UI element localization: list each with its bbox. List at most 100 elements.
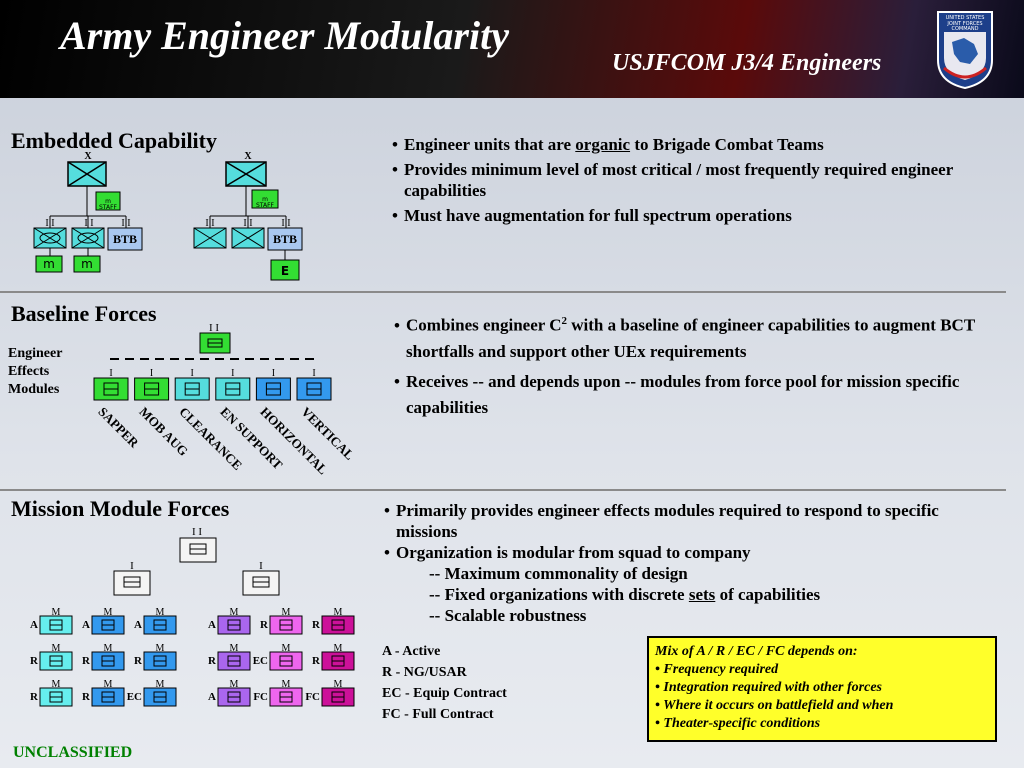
svg-text:M: M	[52, 607, 61, 618]
mission-sub-bullet-2: -- Fixed organizations with discrete set…	[429, 585, 821, 604]
usjfcom-seal-icon: UNITED STATES JOINT FORCES COMMAND	[937, 11, 993, 90]
baseline-module-3: I	[174, 368, 210, 401]
right-module-1-2: MR	[312, 643, 355, 671]
svg-text:I I: I I	[84, 218, 93, 229]
svg-text:I: I	[259, 560, 263, 572]
mission-org-chart: I I I I MAMAMAMRMRMRMRMRMECMAMRMRMRMECMR…	[30, 526, 355, 707]
svg-text:R: R	[208, 655, 217, 667]
svg-text:JOINT FORCES: JOINT FORCES	[946, 21, 982, 27]
svg-text:M: M	[104, 643, 113, 654]
mission-bullet-2: •Organization is modular from squad to c…	[384, 543, 751, 562]
svg-text:I I: I I	[243, 218, 252, 229]
engineer-effects-modules-label: Engineer Effects Modules	[8, 346, 63, 397]
module-label-1: SAPPER	[95, 404, 142, 451]
brigade-1-echelon: X	[84, 151, 92, 162]
brigade-2-bn-1	[193, 227, 227, 249]
svg-text:COMMAND: COMMAND	[951, 26, 978, 32]
svg-text:I: I	[312, 368, 315, 379]
brigade-2-echelon: X	[244, 151, 252, 162]
svg-text:R: R	[312, 619, 321, 631]
baseline-forces-title: Baseline Forces	[11, 301, 157, 326]
svg-text:A: A	[30, 619, 38, 631]
svg-text:R: R	[82, 691, 91, 703]
svg-text:UNITED STATES: UNITED STATES	[946, 15, 985, 21]
legend-full-contract: FC - Full Contract	[382, 707, 494, 722]
svg-text:I: I	[130, 560, 134, 572]
note-heading: Mix of A / R / EC / FC depends on:	[655, 644, 858, 659]
baseline-module-6: I	[296, 368, 332, 401]
svg-text:FC: FC	[305, 691, 320, 703]
svg-text:M: M	[104, 679, 113, 690]
brigade-2-bn-2	[231, 227, 265, 249]
embedded-bullet-3: •Must have augmentation for full spectru…	[392, 206, 792, 225]
left-module-1-0: MR	[30, 643, 73, 671]
svg-text:M: M	[52, 643, 61, 654]
brigade-1-bn-1	[33, 227, 67, 249]
left-module-2-1: MR	[82, 679, 125, 707]
right-module-1-1: MEC	[253, 643, 303, 671]
mission-sub-bullet-1: -- Maximum commonality of design	[429, 564, 688, 583]
svg-text:I I: I I	[281, 218, 290, 229]
brigade-1-symbol	[67, 161, 107, 187]
baseline-bullet-1: •Combines engineer C2 with a baseline of…	[394, 315, 975, 361]
component-legend: A - Active R - NG/USAR EC - Equip Contra…	[382, 641, 507, 725]
slide-title: Army Engineer Modularity	[60, 13, 509, 58]
brigade-1-btb: BTB	[107, 227, 143, 251]
svg-text:M: M	[156, 607, 165, 618]
baseline-module-5: I	[255, 368, 291, 401]
svg-text:R: R	[30, 655, 39, 667]
right-module-1-0: MR	[208, 643, 251, 671]
svg-text:A: A	[208, 619, 216, 631]
baseline-module-2: I	[134, 368, 170, 401]
svg-text:A: A	[208, 691, 216, 703]
baseline-bullets: •Combines engineer C2 with a baseline of…	[394, 308, 999, 425]
svg-text:m: m	[262, 196, 268, 203]
mission-battalion-hq	[179, 537, 217, 563]
legend-active: A - Active	[382, 644, 441, 659]
legend-equip-contract: EC - Equip Contract	[382, 686, 507, 701]
svg-text:I I: I I	[205, 218, 214, 229]
svg-text:I: I	[272, 368, 275, 379]
embedded-bullet-1: •Engineer units that are organic to Brig…	[392, 135, 824, 154]
svg-text:M: M	[230, 679, 239, 690]
left-module-2-0: MR	[30, 679, 73, 707]
svg-text:M: M	[282, 679, 291, 690]
brigade-1-eng-co-2: m	[73, 255, 101, 273]
svg-text:m: m	[43, 257, 55, 271]
note-item-2: • Integration required with other forces	[655, 680, 882, 695]
brigade-1-staff: m STAFF	[95, 191, 121, 211]
baseline-module-4: I	[215, 368, 251, 401]
svg-text:R: R	[312, 655, 321, 667]
svg-text:R: R	[260, 619, 269, 631]
right-module-2-2: M FC	[305, 679, 355, 707]
mission-company-2	[242, 570, 280, 596]
header-bar: Army Engineer Modularity USJFCOM J3/4 En…	[0, 0, 1024, 98]
svg-text:m: m	[81, 257, 93, 271]
svg-text:M: M	[230, 643, 239, 654]
svg-text:I: I	[150, 368, 153, 379]
baseline-module-1: I	[93, 368, 129, 401]
svg-text:R: R	[134, 655, 143, 667]
svg-text:EC: EC	[127, 691, 142, 703]
brigade-2-staff: m STAFF	[251, 189, 279, 209]
svg-text:E: E	[281, 264, 289, 278]
mix-note-box: Mix of A / R / EC / FC depends on: • Fre…	[647, 636, 997, 742]
svg-text:M: M	[52, 679, 61, 690]
svg-text:M: M	[334, 679, 343, 690]
right-module-0-2: MR	[312, 607, 355, 635]
left-module-1-2: MR	[134, 643, 177, 671]
svg-text:A: A	[82, 619, 90, 631]
svg-text:I I: I I	[192, 526, 202, 538]
baseline-hq	[199, 332, 231, 354]
mission-sub-bullet-3: -- Scalable robustness	[429, 606, 587, 625]
right-module-0-0: MA	[208, 607, 251, 635]
brigade-2-symbol	[225, 161, 267, 187]
svg-text:R: R	[82, 655, 91, 667]
svg-text:M: M	[282, 643, 291, 654]
svg-text:M: M	[230, 607, 239, 618]
left-module-0-2: MA	[134, 607, 177, 635]
right-module-2-1: MFC	[253, 679, 303, 707]
embedded-bullet-2: •Provides minimum level of most critical…	[392, 160, 953, 200]
slide-subtitle: USJFCOM J3/4 Engineers	[612, 50, 882, 76]
